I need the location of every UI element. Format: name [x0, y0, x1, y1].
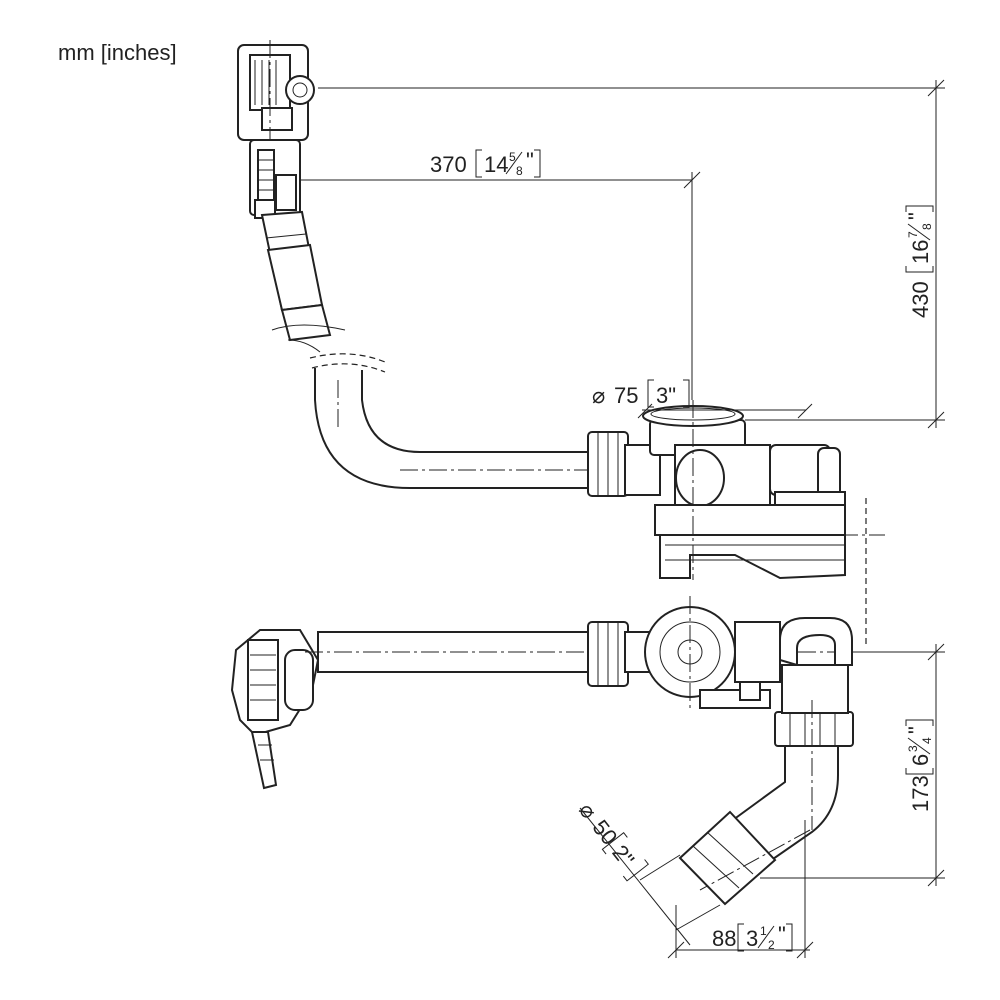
- dim-75: ⌀ 75 3": [592, 379, 690, 408]
- drain-body-bottom: [624, 596, 781, 710]
- overflow-pipe-bottom: [305, 631, 940, 673]
- dim-173-mm: 173: [908, 775, 933, 812]
- dim-370-inch-num: 5: [509, 150, 516, 164]
- overflow-valve-body: [249, 139, 301, 219]
- dim-173-quote: ": [904, 726, 929, 734]
- dim-430-inch-num: 7: [906, 231, 920, 238]
- dim-88-inch-whole: 3: [746, 926, 758, 951]
- dim-173-inch-den: 4: [920, 737, 934, 744]
- overflow-head-top: [237, 40, 315, 141]
- overflow-pipe-top: [314, 368, 593, 489]
- diameter-symbol: ⌀: [592, 383, 605, 408]
- overflow-head-bottom: [230, 629, 320, 790]
- dim-370-inch-whole: 14: [484, 152, 508, 177]
- dim-430-quote: ": [904, 212, 929, 220]
- dim-88: 88 3 1 2 ": [712, 922, 793, 952]
- dimension-lines: [300, 79, 945, 959]
- dim-370: 370 14 5 8 ": [430, 148, 541, 178]
- dim-88-inch-den: 2: [768, 938, 775, 952]
- dim-50-inch: 2": [607, 840, 639, 871]
- elbow-and-trap: [678, 617, 854, 906]
- dim-75-inch: 3": [656, 383, 676, 408]
- dim-88-mm: 88: [712, 926, 736, 951]
- diameter-symbol-50: ⌀: [574, 798, 602, 824]
- dim-370-quote: ": [526, 148, 534, 173]
- dim-88-inch-num: 1: [760, 924, 767, 938]
- dim-370-inch-den: 8: [516, 164, 523, 178]
- dim-430-mm: 430: [908, 281, 933, 318]
- drain-body-top: [624, 400, 885, 580]
- dim-370-mm: 370: [430, 152, 467, 177]
- dim-50-mm: 50: [588, 815, 623, 850]
- dim-430-inch-den: 8: [920, 223, 934, 230]
- dim-88-quote: ": [778, 922, 786, 947]
- dim-430-inch-whole: 16: [908, 240, 933, 264]
- dim-430: 430 16 7 8 ": [904, 205, 934, 318]
- union-nut-bottom: [587, 621, 629, 687]
- dim-173: 173 6 3 4 ": [904, 719, 934, 812]
- units-label: mm [inches]: [58, 40, 177, 65]
- dim-173-inch-whole: 6: [908, 754, 933, 766]
- union-nut-top: [587, 431, 629, 497]
- dim-75-mm: 75: [614, 383, 638, 408]
- dim-50: ⌀ 50 2": [574, 798, 649, 882]
- overflow-hose-top: [260, 210, 346, 353]
- dim-173-inch-num: 3: [906, 745, 920, 752]
